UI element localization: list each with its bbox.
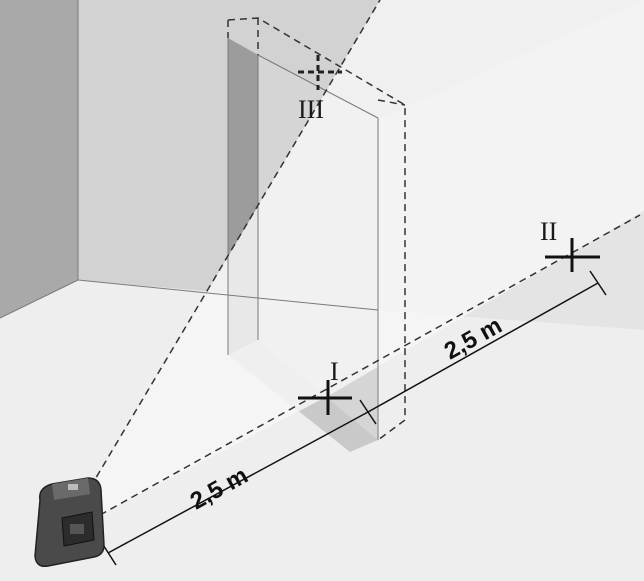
label-point-2: II	[540, 217, 557, 246]
laser-cross-icon	[298, 55, 342, 90]
line-laser-level-icon	[34, 477, 105, 568]
label-point-3: III	[298, 95, 324, 124]
floor	[0, 280, 644, 581]
laser-cross-icon	[298, 380, 352, 415]
laser-dashed-lines	[77, 0, 641, 516]
laser-beam-fan	[78, 0, 644, 515]
left-wall	[0, 0, 78, 318]
label-point-1: I	[330, 357, 339, 386]
laser-cross-icon	[545, 238, 600, 272]
